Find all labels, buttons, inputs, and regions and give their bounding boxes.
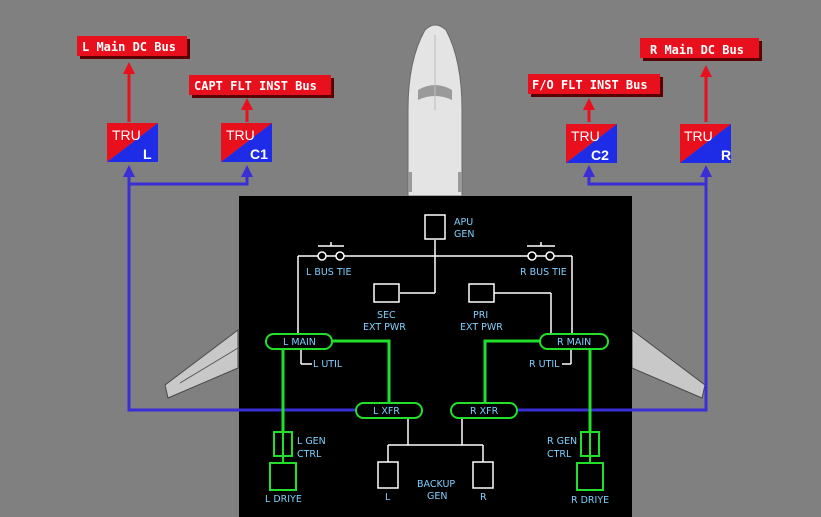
- r-gen-ctrl-label: CTRL: [547, 449, 572, 460]
- svg-text:TRU: TRU: [226, 127, 255, 143]
- l-main-dc-bus-label: L Main DC Bus: [82, 40, 176, 54]
- backup-gen-label: GEN: [427, 491, 447, 502]
- capt-flt-inst-bus: CAPT FLT INST Bus: [189, 75, 334, 98]
- arrow-up-icon: [123, 165, 135, 177]
- l-drive-box: [269, 462, 297, 491]
- arrow-up-icon: [123, 62, 135, 74]
- r-main-label: R MAIN: [557, 337, 591, 348]
- r-gen-ctrl-label: R GEN: [547, 436, 577, 447]
- sec-ext-pwr-label: EXT PWR: [363, 322, 406, 333]
- sec-ext-pwr-label: SEC: [377, 310, 396, 321]
- r-bus-tie-breaker: [527, 251, 537, 261]
- tru-input-wires: [127, 175, 708, 412]
- l-main-dc-bus: L Main DC Bus: [77, 36, 190, 59]
- tru-output-arrows: [123, 62, 712, 122]
- r-bus-tie-label: R BUS TIE: [520, 267, 567, 278]
- r-xfr-label: R XFR: [470, 406, 499, 417]
- svg-text:C2: C2: [591, 147, 609, 163]
- l-util-label: L UTIL: [313, 359, 343, 370]
- gen-ctrl-marks: [282, 432, 591, 463]
- tru-c1: TRU C1: [221, 123, 272, 162]
- svg-text:L: L: [143, 146, 152, 162]
- pri-ext-pwr-label: PRI: [473, 310, 488, 321]
- arrow-up-icon: [700, 165, 712, 177]
- r-util-label: R UTIL: [529, 359, 560, 370]
- l-main-bus: [265, 333, 333, 350]
- l-main-label: L MAIN: [283, 337, 316, 348]
- l-xfr-bus: [355, 402, 423, 419]
- l-bus-tie-breaker: [335, 251, 345, 261]
- r-main-bus: [539, 333, 609, 350]
- l-drive-label: L DRIYE: [265, 494, 302, 505]
- l-gen-ctrl-label: L GEN: [297, 436, 326, 447]
- tru-l: TRU L: [107, 123, 158, 162]
- panel-labels: APU GEN L BUS TIE R BUS TIE SEC EXT PWR …: [265, 217, 609, 506]
- l-xfr-label: L XFR: [373, 406, 400, 417]
- bus-tie-breakers: [317, 251, 555, 261]
- r-drive-box: [576, 462, 604, 491]
- sec-ext-pwr-box: [373, 283, 400, 303]
- panel-boxes: [373, 214, 495, 489]
- apu-gen-label: APU: [454, 217, 473, 228]
- svg-text:TRU: TRU: [112, 127, 141, 143]
- pri-ext-pwr-label: EXT PWR: [460, 322, 503, 333]
- arrow-up-icon: [700, 65, 712, 77]
- r-xfr-bus: [450, 402, 518, 419]
- l-gen-ctrl-label: CTRL: [297, 449, 322, 460]
- r-main-dc-bus: R Main DC Bus: [640, 38, 762, 61]
- backup-gen-l-label: L: [385, 492, 391, 503]
- svg-text:R: R: [721, 147, 731, 163]
- tru-r: TRU R: [680, 124, 731, 163]
- tru-input-arrowheads: [123, 165, 712, 177]
- apu-gen-label: GEN: [454, 229, 474, 240]
- svg-text:TRU: TRU: [571, 128, 600, 144]
- pri-ext-pwr-box: [468, 283, 495, 303]
- capt-flt-inst-bus-label: CAPT FLT INST Bus: [194, 79, 317, 93]
- apu-gen-box: [424, 214, 446, 240]
- backup-gen-l-box: [377, 461, 399, 489]
- l-bus-tie-breaker: [317, 251, 327, 261]
- arrow-up-icon: [583, 165, 595, 177]
- backup-gen-r-box: [472, 461, 494, 489]
- svg-text:C1: C1: [250, 146, 268, 162]
- fo-flt-inst-bus-label: F/O FLT INST Bus: [532, 78, 648, 92]
- svg-text:TRU: TRU: [684, 128, 713, 144]
- backup-gen-r-label: R: [480, 492, 487, 503]
- dc-active-wiring: [281, 339, 592, 432]
- fo-flt-inst-bus: F/O FLT INST Bus: [528, 74, 663, 97]
- r-bus-tie-breaker: [545, 251, 555, 261]
- r-drive-label: R DRIYE: [571, 495, 609, 506]
- tru-c2: TRU C2: [566, 124, 617, 163]
- airplane-silhouette: [164, 24, 706, 399]
- arrow-up-icon: [241, 165, 253, 177]
- arrow-up-icon: [583, 98, 595, 110]
- l-bus-tie-label: L BUS TIE: [306, 267, 351, 278]
- r-main-dc-bus-label: R Main DC Bus: [650, 43, 744, 57]
- backup-gen-label: BACKUP: [417, 479, 455, 490]
- arrow-up-icon: [241, 98, 253, 110]
